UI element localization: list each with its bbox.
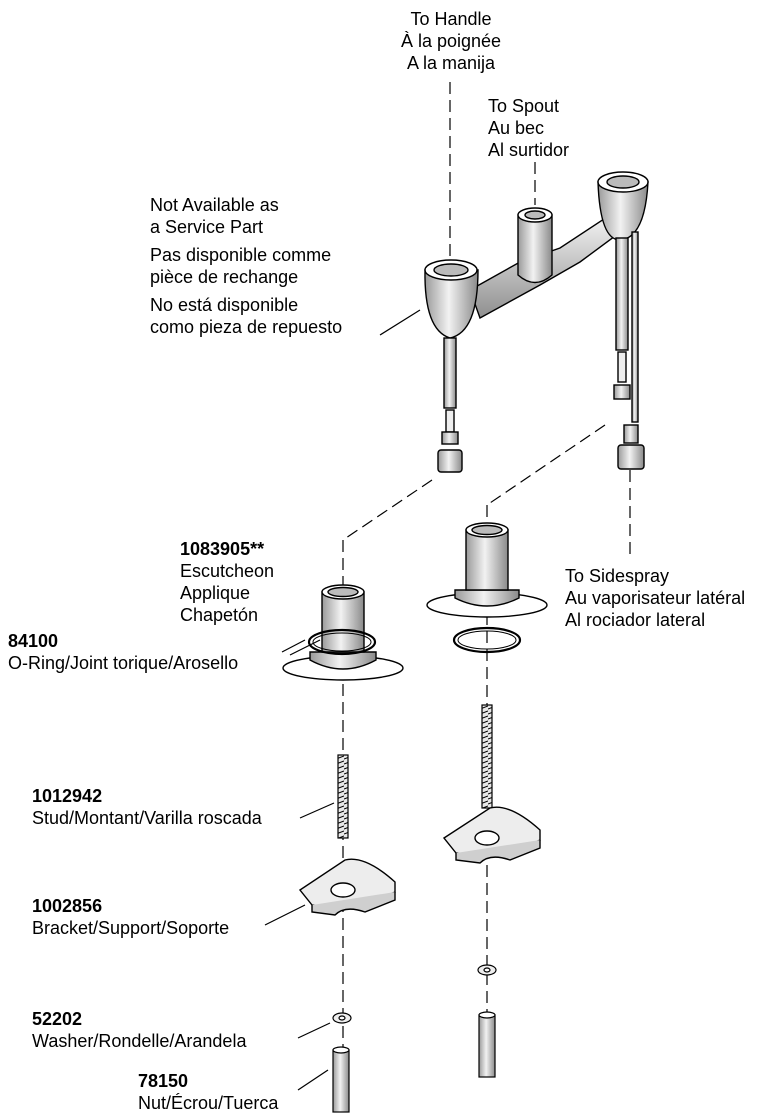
not-available-es-1: No está disponible xyxy=(150,295,299,315)
part-number: 1002856 xyxy=(32,896,103,916)
stud-left xyxy=(337,754,349,839)
to-handle-fr: À la poignée xyxy=(400,31,502,51)
to-sidespray-fr: Au vaporisateur latéral xyxy=(565,588,746,608)
not-available-es-2: como pieza de repuesto xyxy=(150,317,343,337)
not-available-en-2: a Service Part xyxy=(150,217,264,237)
to-handle-es: A la manija xyxy=(406,53,496,73)
part-name: Stud/Montant/Varilla roscada xyxy=(32,808,262,828)
to-sidespray-es: Al rociador lateral xyxy=(565,610,706,630)
part-number: 1012942 xyxy=(32,786,103,806)
part-nut: 78150 Nut/Écrou/Tuerca xyxy=(138,1070,278,1114)
part-name: Bracket/Support/Soporte xyxy=(32,918,230,938)
part-washer: 52202 Washer/Rondelle/Arandela xyxy=(32,1008,246,1052)
not-available-en-1: Not Available as xyxy=(150,195,279,215)
o-ring-right xyxy=(452,626,522,654)
part-number: 52202 xyxy=(32,1009,83,1029)
part-name-fr: Applique xyxy=(180,583,251,603)
escutcheon-left xyxy=(282,584,404,681)
stud-right xyxy=(481,704,493,809)
nut-right xyxy=(478,1011,496,1078)
not-available-fr-2: pièce de rechange xyxy=(150,267,299,287)
part-number: 1083905** xyxy=(180,539,265,559)
leader-lines xyxy=(264,309,421,1091)
callout-to-spout: To Spout Au bec Al surtidor xyxy=(488,95,569,161)
axis-lines xyxy=(342,82,631,1075)
washer-left xyxy=(332,1012,352,1024)
part-escutcheon: 1083905** Escutcheon Applique Chapetón xyxy=(180,538,274,626)
to-spout-es: Al surtidor xyxy=(488,140,570,160)
callout-not-available: Not Available as a Service Part Pas disp… xyxy=(150,194,342,338)
part-bracket: 1002856 Bracket/Support/Soporte xyxy=(32,895,229,939)
part-name: Washer/Rondelle/Arandela xyxy=(32,1031,247,1051)
to-handle-en: To Handle xyxy=(410,9,492,29)
callout-to-handle: To Handle À la poignée A la manija xyxy=(395,8,507,74)
part-name-en: Escutcheon xyxy=(180,561,275,581)
part-stud: 1012942 Stud/Montant/Varilla roscada xyxy=(32,785,262,829)
to-spout-fr: Au bec xyxy=(488,118,545,138)
part-number: 78150 xyxy=(138,1071,189,1091)
o-ring-left xyxy=(307,628,377,656)
valve-manifold xyxy=(424,171,649,473)
not-available-fr-1: Pas disponible comme xyxy=(150,245,332,265)
part-name-es: Chapetón xyxy=(180,605,259,625)
nut-left xyxy=(332,1046,350,1113)
washer-right xyxy=(477,964,497,976)
part-name: O-Ring/Joint torique/Arosello xyxy=(8,653,239,673)
callout-to-sidespray: To Sidespray Au vaporisateur latéral Al … xyxy=(565,565,745,631)
to-spout-en: To Spout xyxy=(488,96,560,116)
part-number: 84100 xyxy=(8,631,59,651)
part-name: Nut/Écrou/Tuerca xyxy=(138,1093,279,1113)
escutcheon-right xyxy=(426,522,548,618)
bracket-left xyxy=(298,858,396,916)
part-o-ring: 84100 O-Ring/Joint torique/Arosello xyxy=(8,630,238,674)
to-sidespray-en: To Sidespray xyxy=(565,566,670,586)
bracket-right xyxy=(442,806,541,864)
